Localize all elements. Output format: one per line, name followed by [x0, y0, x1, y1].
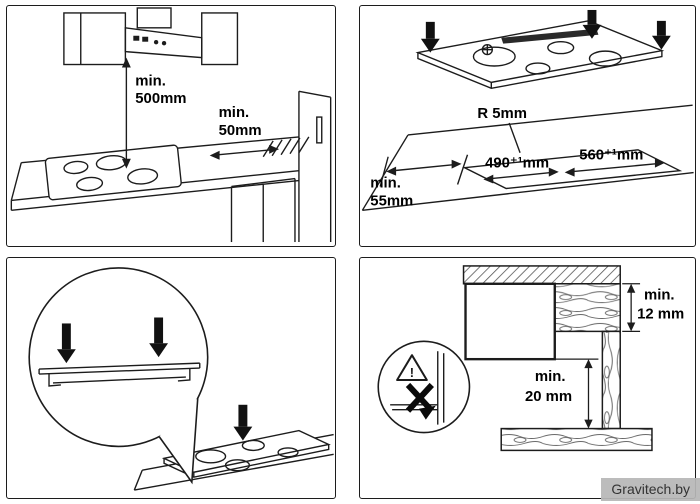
hob-housing-box [464, 282, 556, 361]
label-min-500-value: 500mm [135, 91, 186, 107]
shelf [500, 427, 653, 452]
label-min-500-prefix: min. [135, 73, 166, 89]
warning-detail-circle: ! [377, 340, 471, 434]
dimension-arrow-560 [564, 158, 665, 177]
dimension-arrow-12 [622, 283, 641, 333]
label-min-12-prefix: min. [644, 288, 675, 304]
dimension-arrow-55 [386, 159, 462, 176]
magnifier-circle [28, 267, 209, 448]
label-min-55-prefix: min. [370, 175, 401, 191]
seal-strip-detail [38, 362, 201, 387]
hood-chimney [136, 7, 172, 29]
warning-triangle-icon: ! [396, 354, 428, 381]
terminal-strip [501, 28, 599, 44]
label-min-20-prefix: min. [535, 369, 566, 385]
dimension-arrow-50 [209, 144, 280, 160]
label-cutout-depth: 490⁺¹mm [485, 156, 549, 172]
label-min-50-prefix: min. [219, 105, 250, 121]
label-min-55-value: 55mm [370, 193, 413, 209]
cooktop [161, 429, 331, 478]
cooker-hood [124, 27, 203, 59]
magnifier-pointer [158, 397, 199, 485]
press-arrow-icons [56, 317, 169, 364]
figure-cabinet-clearance: ! min. 12 mm min. 20 mm [359, 257, 696, 499]
worktop-edge-batten [554, 283, 621, 333]
figure-cutout-dimensions: R 5mm min. 55mm 490⁺¹mm 560⁺¹mm [359, 5, 696, 247]
pointer-arrow-icon [418, 405, 436, 420]
base-cabinet [230, 177, 296, 243]
warning-exclamation: ! [410, 365, 414, 380]
dimension-arrow-500 [121, 57, 131, 169]
cross-icon [405, 382, 434, 413]
label-corner-radius: R 5mm [477, 106, 527, 122]
figure-seal-detail [6, 257, 336, 499]
dimension-arrow-490 [483, 167, 559, 184]
figure-hood-clearance: min. 500mm min. 50mm [6, 5, 336, 247]
side-post [601, 330, 621, 430]
press-arrow-icons [420, 9, 671, 53]
watermark: Gravitech.by [601, 478, 700, 501]
edge-hatch [262, 136, 310, 158]
wall-cabinet-left [63, 12, 127, 66]
label-min-12-value: 12 mm [637, 306, 684, 322]
worktop-section [462, 265, 621, 285]
dimension-arrow-20 [554, 358, 599, 429]
worktop-cutout [361, 104, 694, 211]
cooktop [44, 144, 182, 201]
label-cutout-width: 560⁺¹mm [579, 148, 643, 164]
tall-cabinet [298, 90, 332, 243]
press-arrow-icon [233, 404, 253, 441]
label-min-20-value: 20 mm [525, 389, 572, 405]
wall-cabinet-right [201, 12, 239, 66]
label-min-50-value: 50mm [219, 123, 262, 139]
hob-top-view [415, 20, 665, 90]
